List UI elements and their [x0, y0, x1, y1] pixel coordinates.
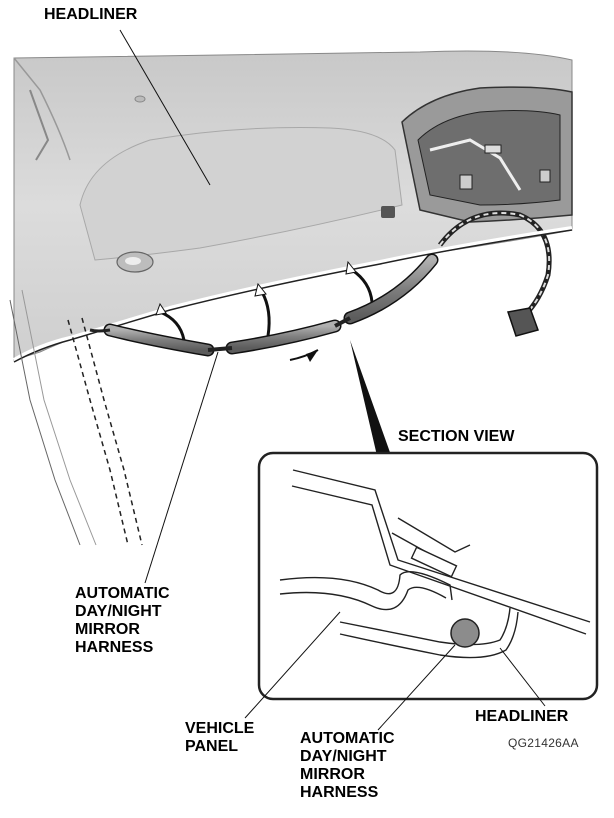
- harness-section-icon: [450, 618, 480, 648]
- a-pillar: [9, 289, 143, 546]
- section-pointer: [350, 340, 392, 460]
- label-harness-left: AUTOMATIC DAY/NIGHT MIRROR HARNESS: [75, 585, 170, 656]
- label-section-view: SECTION VIEW: [398, 428, 515, 445]
- mirror-mount-opening: [401, 86, 573, 223]
- label-harness-bottom: AUTOMATIC DAY/NIGHT MIRROR HARNESS: [300, 730, 395, 801]
- label-headliner-section: HEADLINER: [475, 708, 569, 725]
- label-vehicle-panel: VEHICLE PANEL: [185, 720, 255, 755]
- mirror-harness: [89, 253, 439, 357]
- leader-headliner-section: [499, 647, 546, 707]
- figure-code: QG21426AA: [508, 736, 579, 750]
- label-headliner-top: HEADLINER: [44, 6, 138, 23]
- leader-vehicle-panel: [244, 611, 341, 719]
- connector-icon: [507, 307, 539, 337]
- leader-headliner: [119, 29, 211, 186]
- clip-icon: [381, 206, 395, 218]
- clip-arrows: [155, 260, 374, 362]
- leader-harness-bottom: [377, 644, 456, 731]
- section-view-drawing: [279, 469, 591, 659]
- leader-harness-left: [144, 351, 219, 584]
